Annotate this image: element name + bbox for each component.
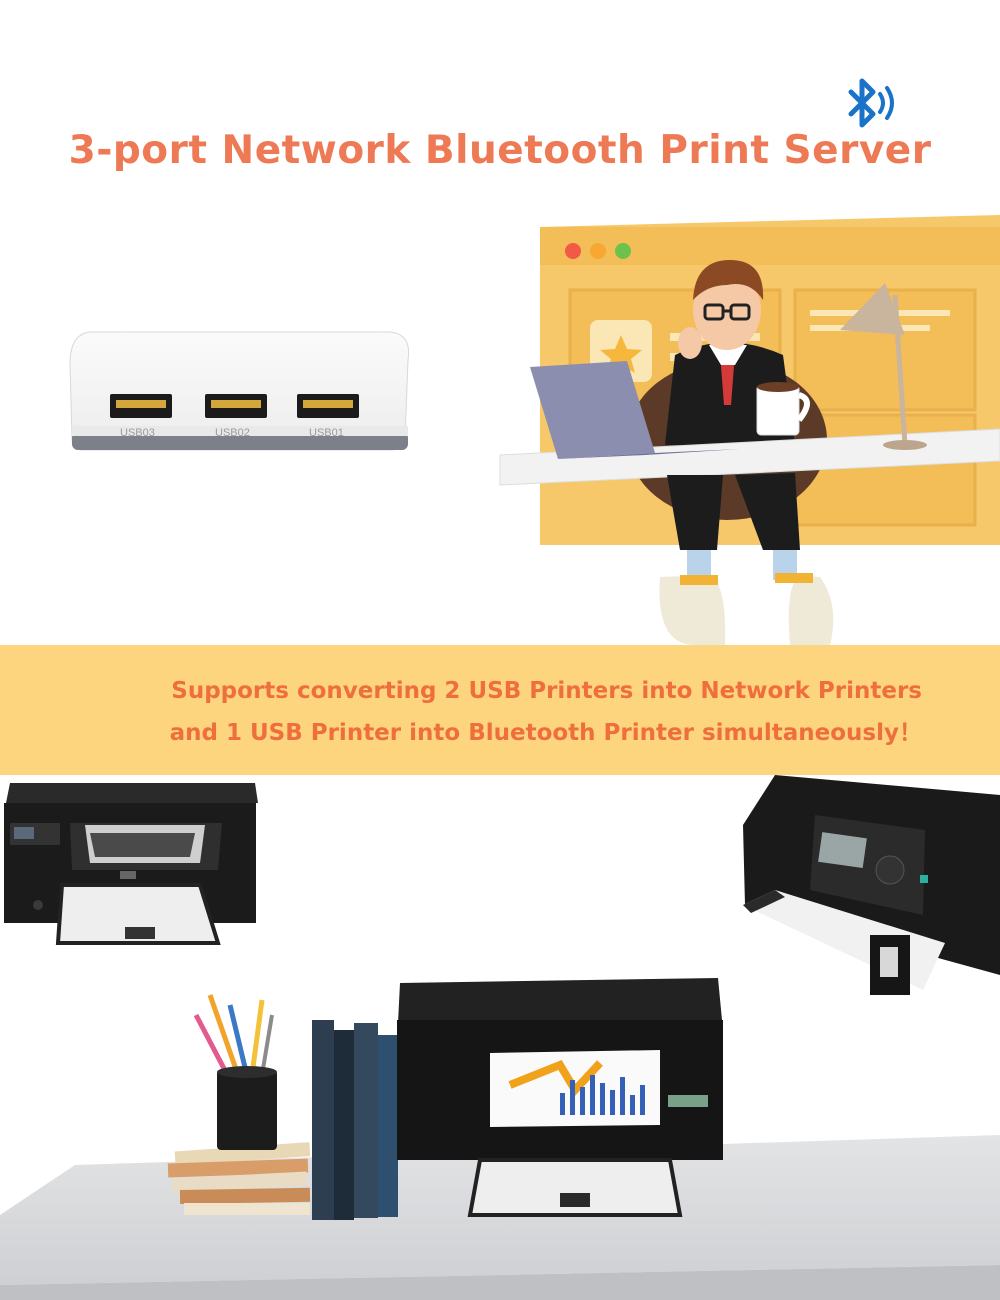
page-title: 3-port Network Bluetooth Print Server [68,128,932,173]
printer-right [743,775,1000,995]
upright-books [312,1020,398,1220]
pencil-cup [193,994,277,1150]
banner-line-1: Supports converting 2 USB Printers into … [171,678,922,704]
banner-line-2: and 1 USB Printer into Bluetooth Printer… [169,720,922,746]
bluetooth-icon [848,78,894,128]
usb-port [205,394,267,418]
usb-port-label: USB02 [215,427,250,439]
office-illustration [499,215,1000,645]
usb-port-label: USB03 [120,427,155,439]
desk-scene [0,978,1000,1300]
usb-port [110,394,172,418]
feature-banner: Supports converting 2 USB Printers into … [0,645,1000,775]
usb-port-label: USB01 [309,427,344,439]
book-stack [167,1142,311,1215]
printer-center [397,978,723,1217]
print-server-device: USB03 USB02 USB01 [69,331,410,451]
usb-port [297,394,359,418]
printer-left [4,783,258,945]
